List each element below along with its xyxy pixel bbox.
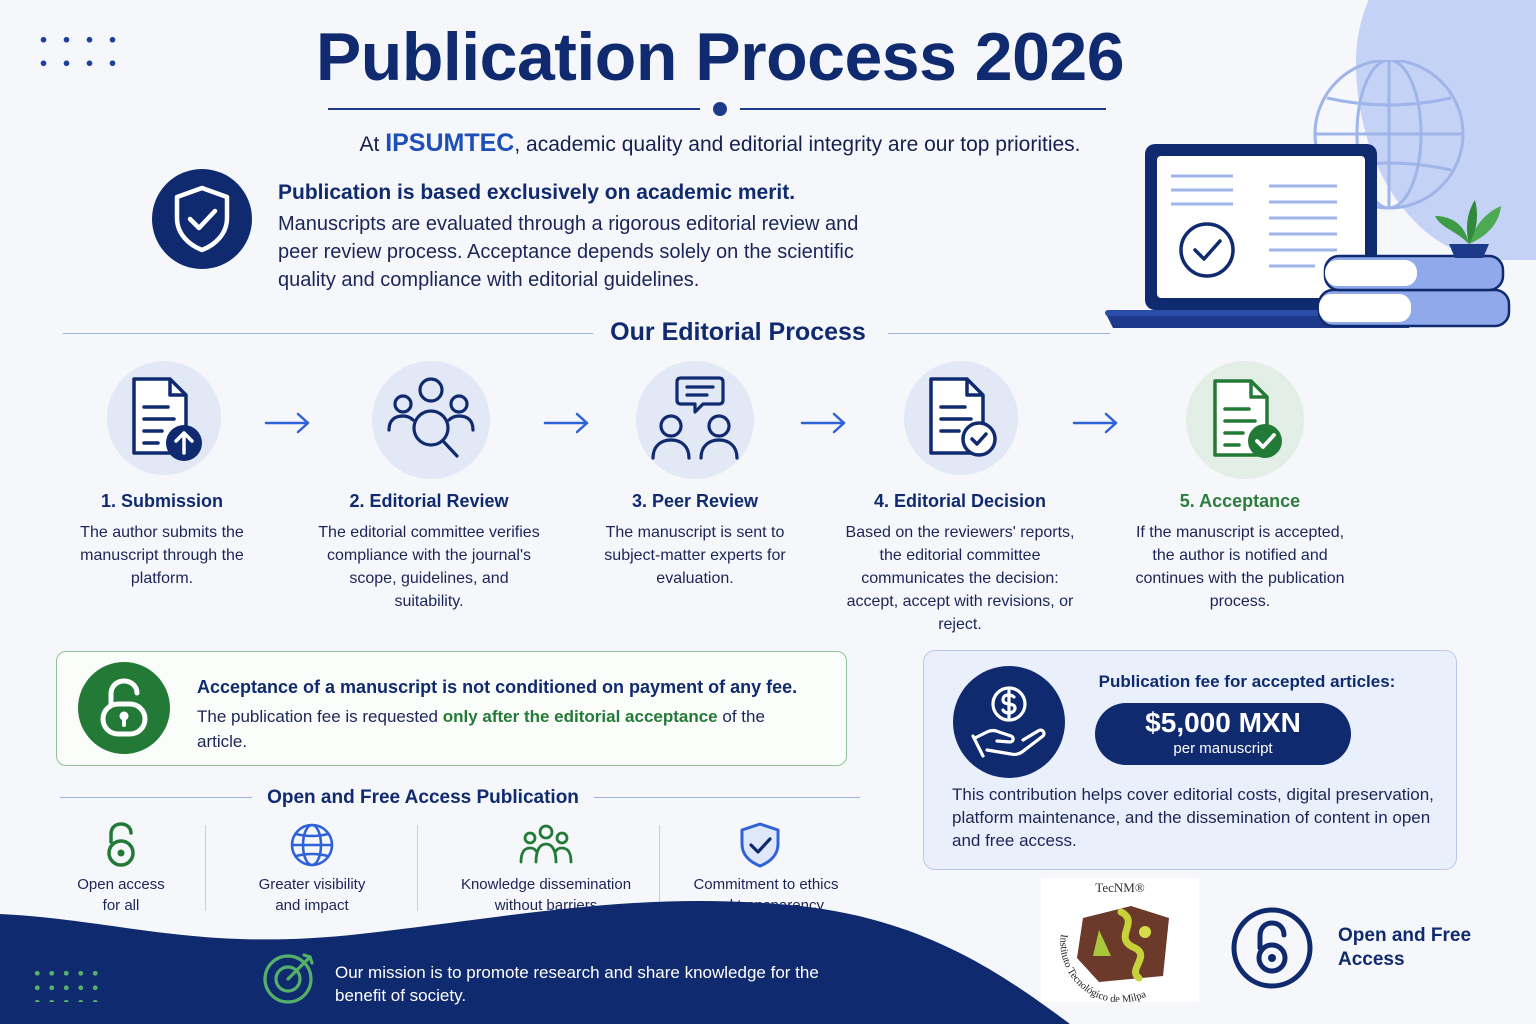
section-divider-right: [594, 797, 860, 798]
fee-unit: per manuscript: [1173, 740, 1273, 757]
globe-icon: [1313, 60, 1465, 210]
divider: [205, 825, 206, 911]
shield-check-icon: [740, 822, 780, 868]
hand-coin-icon: [953, 666, 1065, 778]
divider: [659, 825, 660, 911]
arrow-right-icon: [1072, 412, 1118, 434]
open-access-logo-text: Open and Free Access: [1338, 925, 1472, 970]
arrow-right-icon: [264, 412, 310, 434]
upload-document-icon: [107, 361, 221, 475]
people-icon: [519, 824, 573, 864]
laptop-globe-illustration: [1105, 60, 1511, 328]
step-title: 1. Submission: [100, 491, 224, 511]
arrow-right-icon: [543, 412, 589, 434]
target-icon: [263, 953, 314, 1004]
reviewers-chat-icon: [636, 361, 754, 479]
team-search-icon: [372, 361, 490, 479]
shield-check-icon: [152, 169, 252, 269]
process-title: Our Editorial Process: [610, 318, 866, 346]
section-divider-right: [888, 333, 1110, 334]
subtitle: At IPSUMTEC, academic quality and editor…: [359, 129, 1081, 157]
step-description: Based on the reviewers' reports, the edi…: [845, 524, 1075, 633]
merit-title: Publication is based exclusively on acad…: [278, 181, 796, 204]
step-description: The author submits the manuscript throug…: [80, 524, 244, 587]
step-description: The editorial committee verifies complia…: [318, 524, 540, 610]
fee-description: This contribution helps cover editorial …: [952, 785, 1434, 850]
open-access-label: Open access for all: [77, 876, 165, 914]
fee-amount: $5,000 MXN: [1145, 707, 1301, 738]
open-lock-icon: [107, 822, 135, 867]
title-divider-left: [328, 108, 700, 110]
step-description: If the manuscript is accepted, the autho…: [1135, 524, 1345, 610]
step-title: 4. Editorial Decision: [873, 491, 1047, 511]
arrow-right-icon: [800, 412, 846, 434]
step-title: 5. Acceptance: [1179, 491, 1301, 511]
footer-wave: [0, 901, 1070, 1024]
page-title: Publication Process 2026: [315, 19, 1125, 95]
open-lock-icon: [78, 662, 170, 754]
merit-text: Manuscripts are evaluated through a rigo…: [278, 213, 859, 291]
globe-icon: [290, 823, 334, 867]
decorative-dots: [30, 966, 102, 1002]
logo-caption: TecNM®: [1095, 880, 1145, 895]
fee-label: Publication fee for accepted articles:: [1098, 672, 1396, 691]
acceptance-title: Acceptance of a manuscript is not condit…: [197, 677, 798, 697]
mission-statement: Our mission is to promote research and s…: [335, 963, 819, 1005]
title-divider-dot: [713, 102, 727, 116]
acceptance-highlight: only after the editorial acceptance: [442, 707, 718, 726]
brand-name: IPSUMTEC: [385, 129, 515, 157]
decorative-dots: [32, 28, 132, 84]
acceptance-notice: [56, 651, 847, 766]
institution-logo: Instituto Tecnológico de Milpa Alta: [1037, 870, 1199, 1006]
fee-amount-badge: $5,000 MXN per manuscript: [1095, 703, 1351, 765]
open-access-title: Open and Free Access Publication: [267, 787, 579, 808]
divider: [417, 825, 418, 911]
open-access-label: Greater visibility and impact: [258, 876, 366, 914]
section-divider-left: [60, 797, 252, 798]
open-access-logo-icon: [1231, 907, 1313, 989]
document-approved-icon: [1186, 361, 1304, 479]
section-divider-left: [63, 333, 593, 334]
document-check-icon: [904, 361, 1018, 475]
step-title: 3. Peer Review: [631, 491, 759, 511]
acceptance-text: The publication fee is requested only af…: [197, 707, 765, 751]
step-description: The manuscript is sent to subject-matter…: [604, 524, 786, 587]
step-title: 2. Editorial Review: [349, 491, 509, 511]
title-divider-right: [740, 108, 1106, 110]
tecnm-emblem-icon: Instituto Tecnológico de Milpa Alta: [1037, 870, 1169, 1006]
